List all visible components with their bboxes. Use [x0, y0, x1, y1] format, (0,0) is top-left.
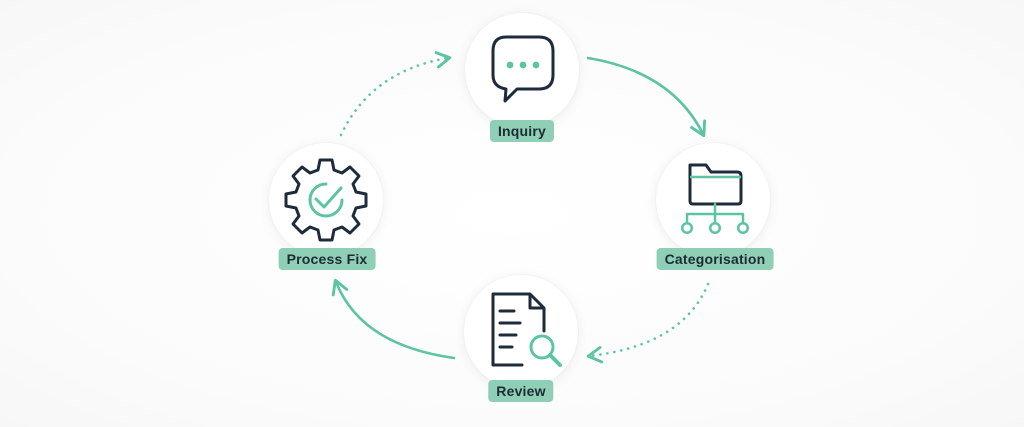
speech-bubble-icon [491, 35, 555, 103]
process-fix-label: Process Fix [278, 248, 376, 270]
folder-hierarchy-icon [680, 163, 750, 235]
review-label: Review [488, 380, 554, 402]
gear-check-icon [284, 158, 368, 242]
arrow-review-to-process-fix [331, 278, 456, 360]
categorisation-node [656, 143, 770, 257]
inquiry-label: Inquiry [489, 120, 555, 142]
arrow-categorisation-to-review [586, 282, 710, 364]
categorisation-label: Categorisation [656, 248, 774, 270]
review-node [464, 275, 578, 389]
document-search-icon [491, 292, 562, 367]
arrow-process-fix-to-inquiry [339, 51, 452, 137]
arrow-inquiry-to-categorisation [586, 56, 707, 138]
process-fix-node [269, 143, 383, 257]
inquiry-node [465, 13, 579, 127]
